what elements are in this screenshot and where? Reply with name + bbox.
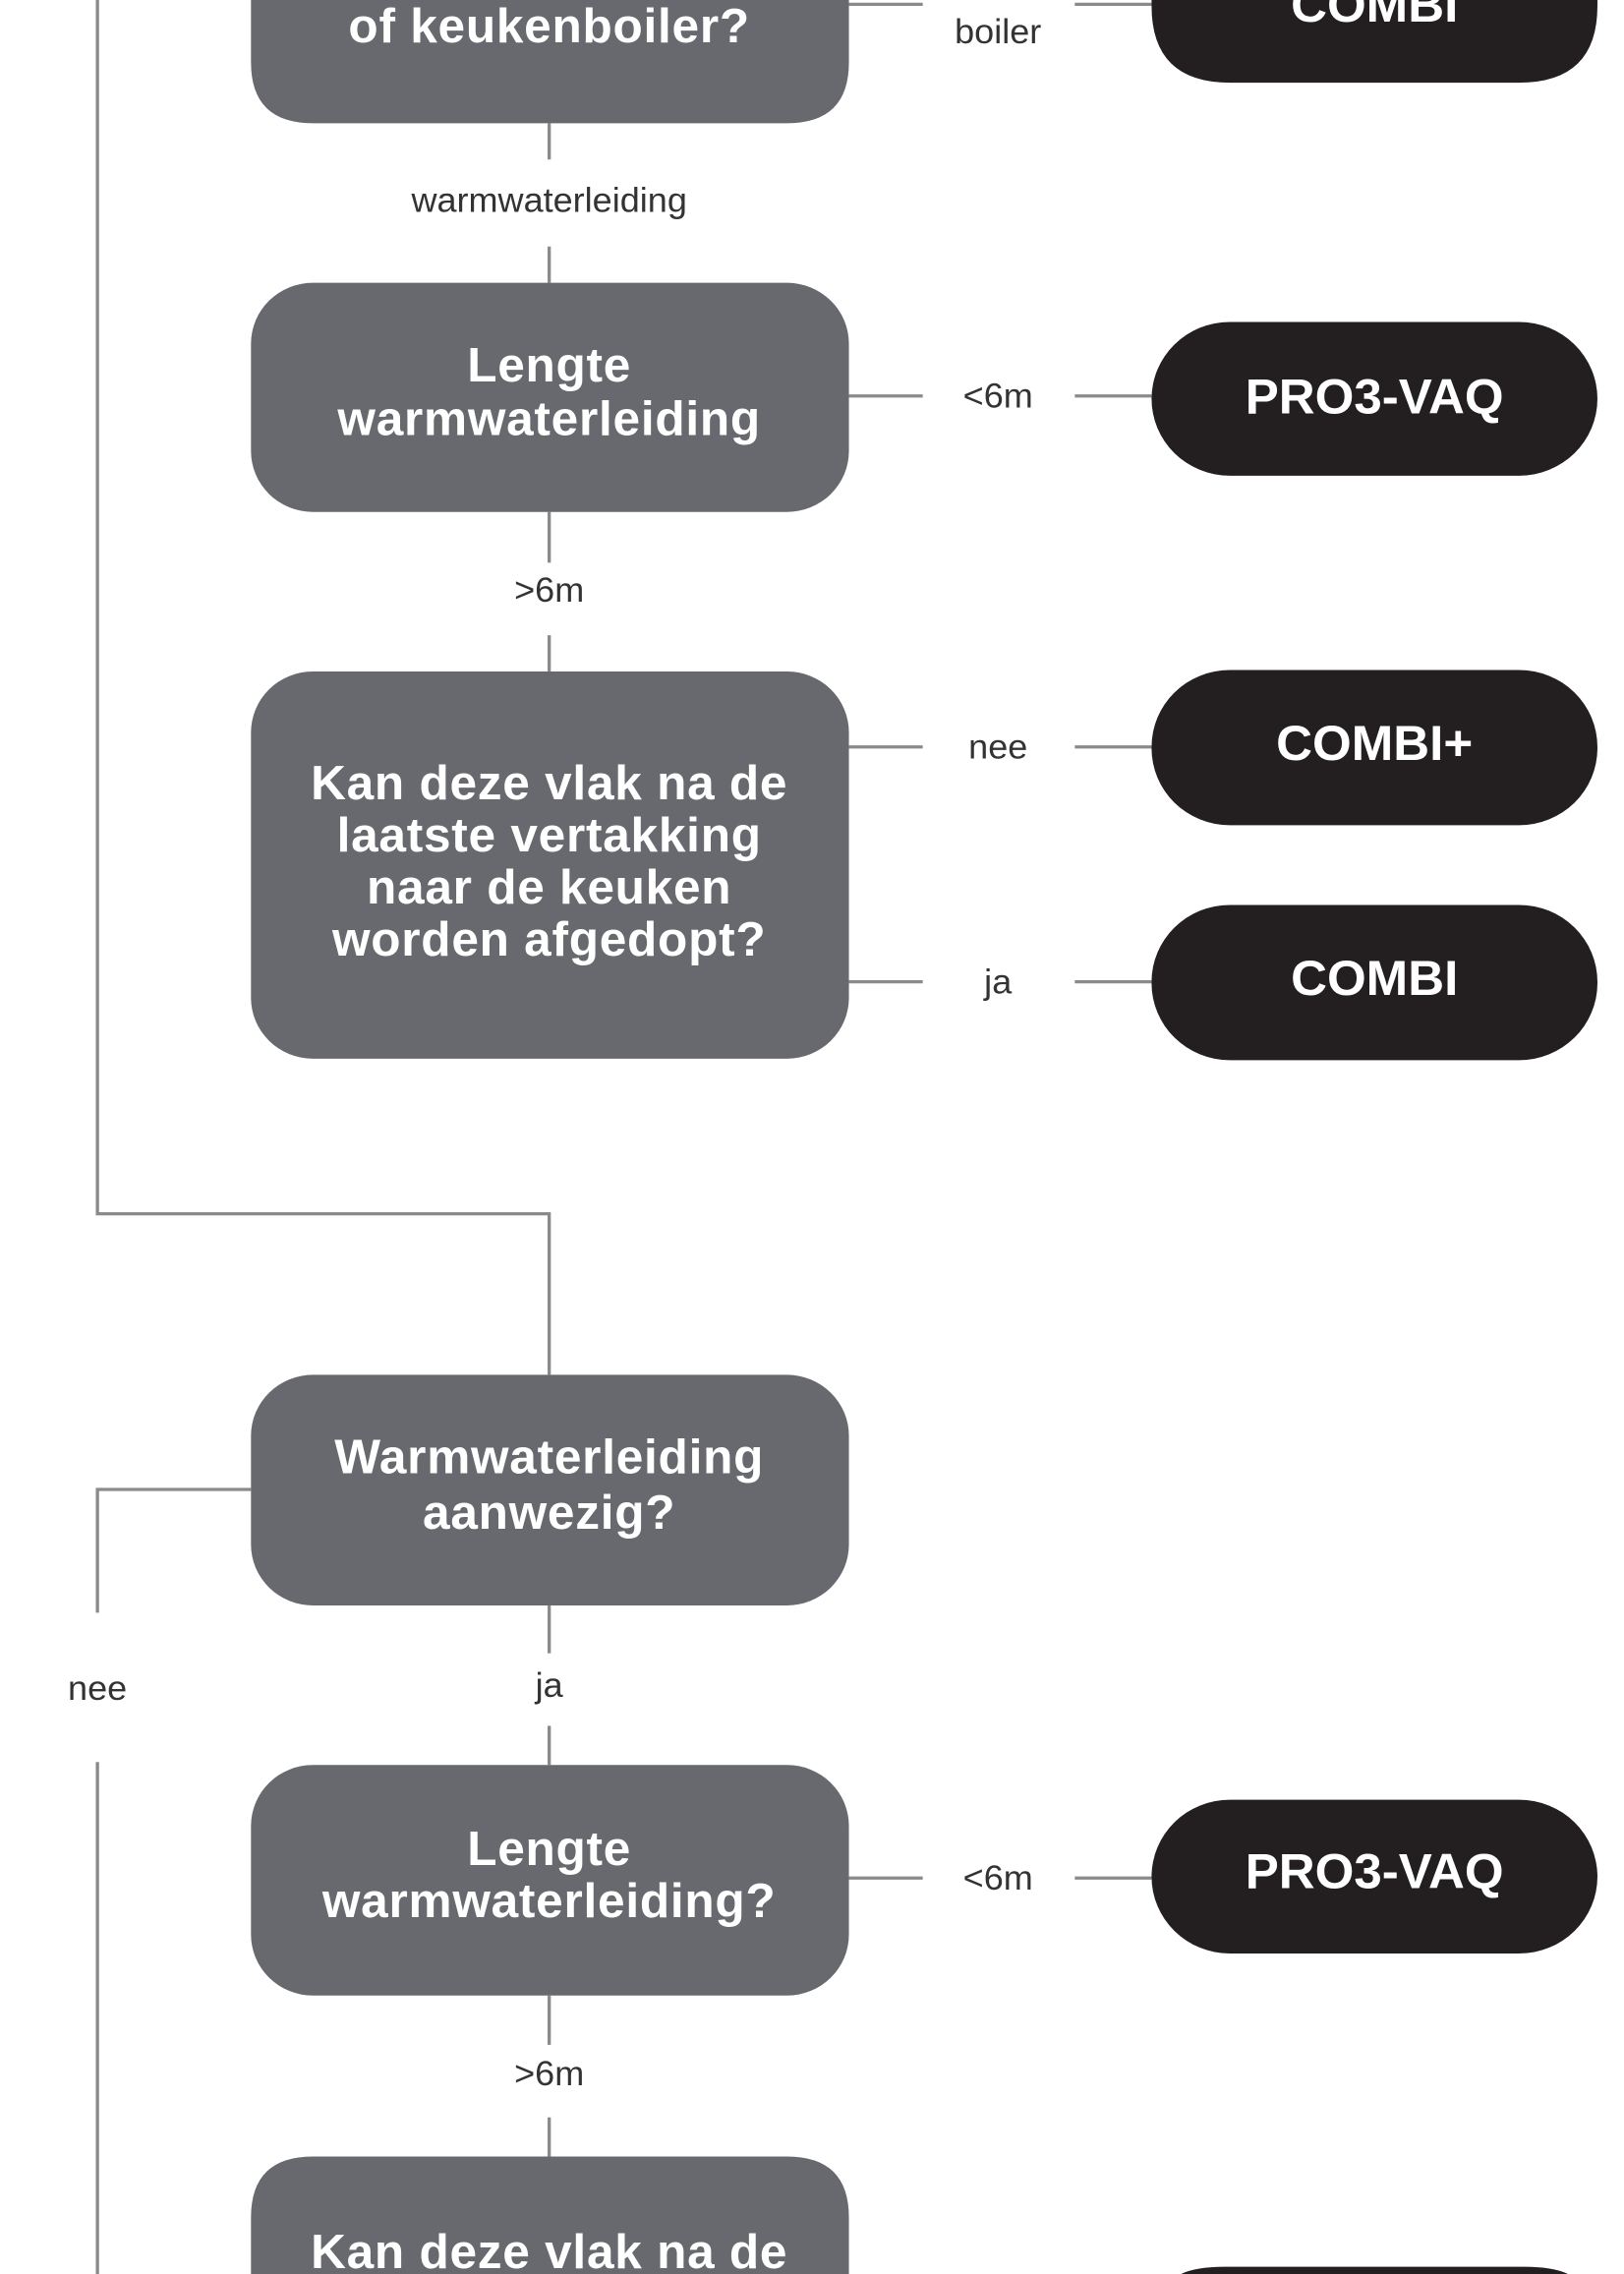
edge-label: <6m xyxy=(963,1858,1033,1897)
svg-text:Lengte: Lengte xyxy=(467,339,631,392)
svg-text:of keukenboiler?: of keukenboiler? xyxy=(348,0,749,53)
result-pill-pro3-vaq: PRO3-VAQ xyxy=(1151,321,1597,476)
question-box-afdoppen-2: Kan deze vlak na de xyxy=(251,2156,849,2274)
svg-text:Lengte: Lengte xyxy=(467,1823,631,1876)
question-box-afdoppen: Kan deze vlak na de laatste vertakking n… xyxy=(251,671,849,1059)
svg-text:laatste vertakking: laatste vertakking xyxy=(337,809,762,862)
result-pill-pro3-vaq-2: PRO3-VAQ xyxy=(1151,1799,1597,1953)
svg-text:COMBI: COMBI xyxy=(1291,0,1458,32)
edge-label: warmwaterleiding xyxy=(410,181,686,220)
edge-label: boiler xyxy=(955,13,1041,52)
svg-text:COMBI+: COMBI+ xyxy=(1276,715,1473,770)
result-pill-combi-2: COMBI xyxy=(1151,904,1597,1061)
edge-label: <6m xyxy=(963,377,1033,416)
question-box-lengte-warmwaterleiding-2: Lengte warmwaterleiding? xyxy=(251,1765,849,1996)
edge-label: >6m xyxy=(514,570,584,610)
svg-text:Kan deze vlak na de: Kan deze vlak na de xyxy=(311,2226,787,2274)
edge-label: ja xyxy=(535,1665,563,1705)
connector-left-loop xyxy=(95,0,551,1375)
svg-text:aanwezig?: aanwezig? xyxy=(423,1487,675,1540)
edge-label: nee xyxy=(68,1668,127,1708)
question-box-lengte-warmwaterleiding: Lengte warmwaterleiding xyxy=(251,282,849,512)
question-box-keukenboiler: of keukenboiler? xyxy=(251,0,849,124)
edge-label: nee xyxy=(968,728,1027,767)
question-box-warmwaterleiding-aanwezig: Warmwaterleiding aanwezig? xyxy=(251,1374,849,1605)
result-pill-cut-off xyxy=(1181,2266,1568,2274)
edge-label: >6m xyxy=(514,2055,584,2094)
svg-text:COMBI: COMBI xyxy=(1291,950,1458,1005)
svg-text:naar de keuken: naar de keuken xyxy=(367,861,731,914)
svg-text:Warmwaterleiding: Warmwaterleiding xyxy=(334,1431,764,1485)
result-pill-combi: COMBI xyxy=(1151,0,1597,84)
edge-label: ja xyxy=(983,962,1012,1002)
result-pill-combi-plus: COMBI+ xyxy=(1151,670,1597,826)
connectors xyxy=(95,0,1152,2274)
svg-text:Kan deze vlak na de: Kan deze vlak na de xyxy=(311,757,787,810)
svg-text:PRO3-VAQ: PRO3-VAQ xyxy=(1246,1843,1504,1898)
svg-text:warmwaterleiding: warmwaterleiding xyxy=(336,393,761,446)
svg-text:worden afgedopt?: worden afgedopt? xyxy=(331,913,766,966)
svg-text:warmwaterleiding?: warmwaterleiding? xyxy=(321,1876,777,1929)
svg-text:PRO3-VAQ: PRO3-VAQ xyxy=(1246,369,1504,424)
connector xyxy=(95,1487,252,1613)
